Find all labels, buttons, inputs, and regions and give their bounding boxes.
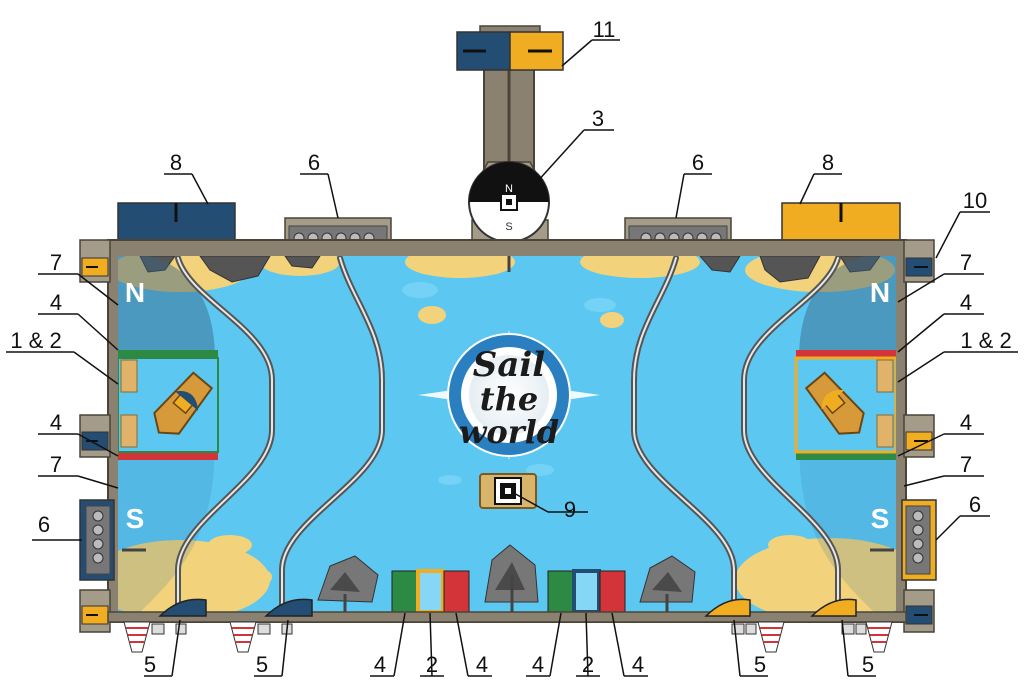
callout-6-top-left: 6	[308, 150, 320, 175]
callout-7-right-bottom: 7	[960, 452, 972, 477]
left-north-label: N	[125, 277, 145, 308]
callout-6-left: 6	[38, 512, 50, 537]
sensor-pad-left	[391, 569, 470, 612]
ship-dock-left	[118, 350, 219, 460]
board-map: Sail the world N S N S	[118, 256, 896, 612]
callout-7-right-top: 7	[960, 250, 972, 275]
callout-7-left-top: 7	[50, 250, 62, 275]
logo-line-3: world	[459, 413, 559, 451]
callout-4-left-top: 4	[50, 290, 62, 315]
map-marker	[479, 473, 537, 509]
callout-4-bottom-2: 4	[476, 652, 488, 677]
feet	[123, 621, 893, 653]
callout-8-right: 8	[822, 150, 834, 175]
callout-12-left: 1 & 2	[10, 328, 61, 353]
callout-12-right: 1 & 2	[960, 328, 1011, 353]
callout-2-bottom-2: 2	[582, 652, 594, 677]
leader-lines	[6, 39, 1018, 677]
callout-5-d: 5	[862, 652, 874, 677]
callout-4-right-top: 4	[960, 290, 972, 315]
sail-the-world-logo: Sail the world	[418, 330, 600, 460]
callout-5-b: 5	[256, 652, 268, 677]
goal-box-top-left	[117, 202, 236, 244]
logo-line-1: Sail	[473, 345, 546, 385]
callout-6-right: 6	[969, 492, 981, 517]
sensor-pad-right	[547, 569, 626, 612]
goal-flaps	[158, 598, 857, 617]
callout-4-right-mid: 4	[960, 410, 972, 435]
callout-4-bottom-1: 4	[374, 652, 386, 677]
compass: N S	[468, 161, 550, 247]
callout-7-left-bottom: 7	[50, 452, 62, 477]
callout-6-top-right: 6	[692, 150, 704, 175]
left-south-label: S	[126, 503, 145, 534]
side-clips	[79, 239, 935, 633]
battery-holder-left	[79, 499, 115, 581]
callout-3: 3	[592, 106, 604, 131]
callout-4-left-mid: 4	[50, 410, 62, 435]
compass-south-label: S	[505, 221, 512, 233]
callout-5-c: 5	[754, 652, 766, 677]
battery-holder-right	[901, 499, 937, 581]
callout-8-left: 8	[170, 150, 182, 175]
right-south-label: S	[871, 503, 890, 534]
pole-magnet-top	[456, 31, 564, 71]
callout-2-bottom-1: 2	[426, 652, 438, 677]
callout-5-a: 5	[144, 652, 156, 677]
callout-10: 10	[963, 188, 987, 213]
callout-labels: 11 3 8 6 6 8 10 7 4 1 & 2 4 7 6 7 4 1 & …	[10, 17, 1011, 677]
callout-9: 9	[564, 497, 576, 522]
ship-dock-right	[794, 350, 896, 460]
callout-4-bottom-4: 4	[632, 652, 644, 677]
compass-north-label: N	[505, 183, 513, 195]
logo-line-2: the	[480, 380, 538, 418]
callout-11: 11	[593, 17, 616, 42]
callout-4-bottom-3: 4	[532, 652, 544, 677]
goal-box-top-right	[781, 202, 901, 244]
right-north-label: N	[870, 277, 890, 308]
